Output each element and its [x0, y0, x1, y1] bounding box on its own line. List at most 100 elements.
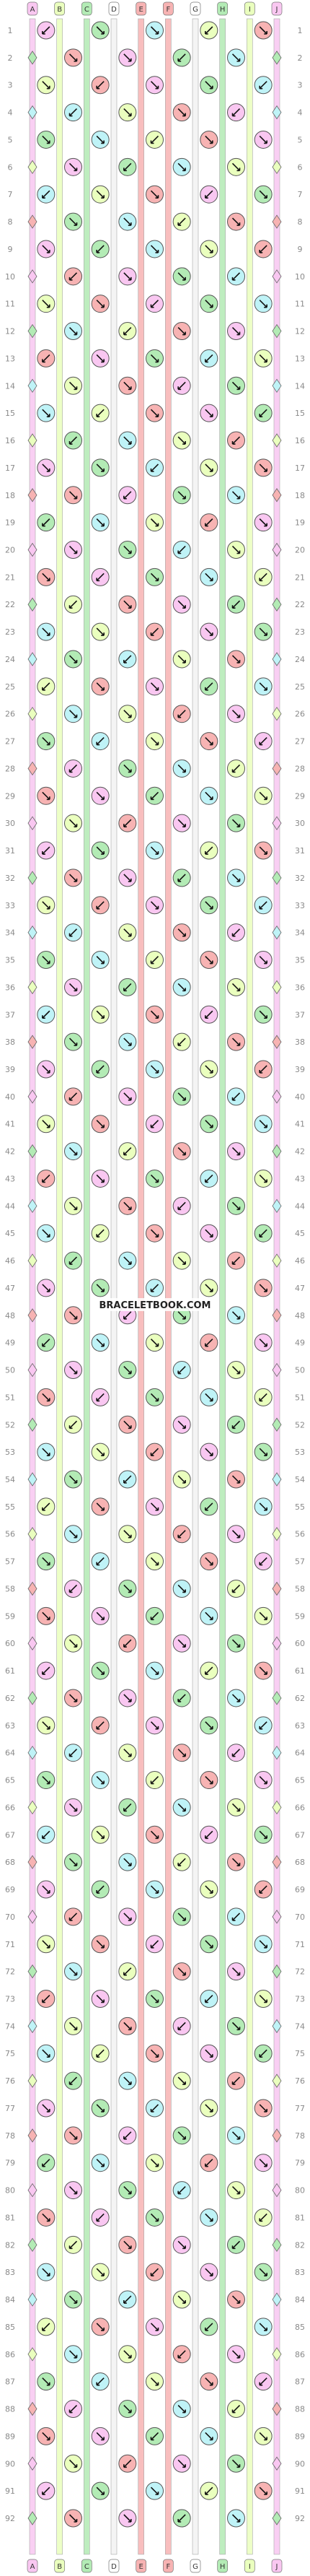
knot-arrowhead	[209, 741, 213, 746]
knot-arrowhead	[182, 933, 186, 937]
knot-arrowhead	[155, 31, 159, 35]
row-number-left: 50	[5, 1366, 15, 1375]
knot-arrow	[177, 600, 186, 609]
knot-arrow	[42, 1830, 50, 1839]
knot-arrowhead	[74, 988, 78, 992]
row-number-left: 6	[8, 162, 13, 172]
knot-arrowhead	[177, 1698, 182, 1702]
knot-arrow	[177, 1749, 186, 1757]
knot-arrowhead	[236, 2190, 241, 2195]
knot-arrowhead	[259, 1890, 263, 1894]
knot-arrowhead	[128, 1753, 132, 1757]
knot-arrowhead	[177, 1370, 182, 1375]
knot-arrow	[150, 682, 159, 691]
row-number-right: 78	[295, 2131, 305, 2141]
knot-arrow	[259, 2268, 267, 2276]
row-number-left: 89	[5, 2432, 15, 2441]
row-number-right: 82	[295, 2240, 305, 2250]
knot-arrow	[231, 1858, 241, 1866]
knot-arrowhead	[101, 851, 105, 855]
knot-arrowhead	[264, 140, 267, 144]
row-number-right: 2	[298, 53, 303, 63]
knot-arrow	[123, 2295, 132, 2304]
strand-label-h: H	[220, 6, 226, 14]
knot-arrow	[259, 2377, 267, 2386]
knot-arrowhead	[150, 140, 154, 144]
knot-arrow	[123, 1037, 132, 1046]
knot-arrowhead	[264, 1015, 267, 1019]
knot-arrow	[150, 81, 159, 90]
knot-arrow	[231, 1475, 241, 1484]
knot-arrow	[231, 928, 241, 937]
strand-label-box	[27, 2559, 38, 2573]
row-number-left: 2	[8, 53, 13, 63]
row-number-left: 62	[5, 1694, 15, 1703]
row-number-left: 9	[8, 245, 13, 254]
knot-arrowhead	[128, 277, 132, 281]
edge-marker	[27, 488, 37, 502]
knot-arrowhead	[128, 605, 132, 609]
knot-arrowhead	[264, 1616, 267, 1621]
knot-arrow	[259, 1284, 267, 1292]
row-number-left: 48	[5, 1311, 15, 1320]
edge-marker	[272, 761, 282, 776]
edge-marker	[272, 1800, 282, 1815]
knot-arrowhead	[96, 1726, 100, 1730]
edge-marker	[272, 706, 282, 721]
knot-arrow	[259, 901, 267, 910]
edge-marker	[272, 1035, 282, 1049]
knot-arrow	[231, 2514, 241, 2523]
row-number-right: 27	[295, 737, 305, 747]
knot-arrow	[231, 2131, 241, 2140]
knot-arrow	[150, 1611, 159, 1620]
edge-marker	[27, 2292, 37, 2307]
knot-arrow	[205, 190, 213, 199]
knot-arrow	[177, 1913, 186, 1921]
row-number-right: 11	[295, 300, 305, 309]
edge-marker	[27, 323, 37, 339]
knot-arrowhead	[182, 769, 186, 773]
row-number-left: 33	[5, 901, 15, 910]
row-number-right: 20	[295, 545, 305, 554]
knot-arrowhead	[42, 2492, 45, 2495]
knot-arrowhead	[182, 113, 186, 117]
knot-arrowhead	[128, 1698, 132, 1702]
edge-marker	[27, 652, 37, 666]
knot-arrow	[150, 2432, 159, 2440]
knot-arrowhead	[259, 2054, 263, 2058]
knot-arrowhead	[209, 1398, 213, 1402]
row-number-right: 34	[295, 928, 305, 938]
knot-arrowhead	[123, 2136, 127, 2140]
knot-arrow	[205, 1940, 213, 1949]
knot-arrowhead	[259, 741, 263, 746]
edge-marker	[27, 1527, 37, 1541]
knot-arrowhead	[123, 1644, 127, 1648]
knot-arrowhead	[236, 1972, 241, 1976]
knot-arrowhead	[264, 2492, 267, 2495]
knot-arrowhead	[231, 1589, 236, 1593]
edge-marker	[272, 2511, 282, 2525]
knot-arrow	[68, 1803, 78, 1811]
knot-arrowhead	[205, 1999, 208, 2003]
row-number-right: 14	[295, 381, 305, 391]
knot-arrowhead	[236, 2027, 241, 2031]
strand-label-i: I	[249, 6, 251, 14]
knot-arrowhead	[42, 1015, 45, 1019]
knot-arrow	[259, 1010, 267, 1019]
knot-arrowhead	[264, 1453, 267, 1456]
row-number-left: 51	[5, 1393, 15, 1402]
knot-arrow	[123, 2514, 132, 2523]
knot-arrow	[205, 2213, 213, 2222]
knot-arrowhead	[42, 31, 45, 35]
row-number-left: 91	[5, 2486, 15, 2496]
knot-arrow	[205, 1284, 213, 1292]
knot-arrowhead	[74, 495, 78, 500]
knot-arrowhead	[42, 1999, 45, 2003]
knot-arrow	[123, 2131, 132, 2140]
knot-arrowhead	[231, 1261, 236, 1265]
row-number-right: 61	[295, 1666, 305, 1676]
row-number-left: 37	[5, 1010, 15, 1019]
row-number-left: 16	[5, 436, 15, 445]
row-number-left: 90	[5, 2459, 15, 2468]
